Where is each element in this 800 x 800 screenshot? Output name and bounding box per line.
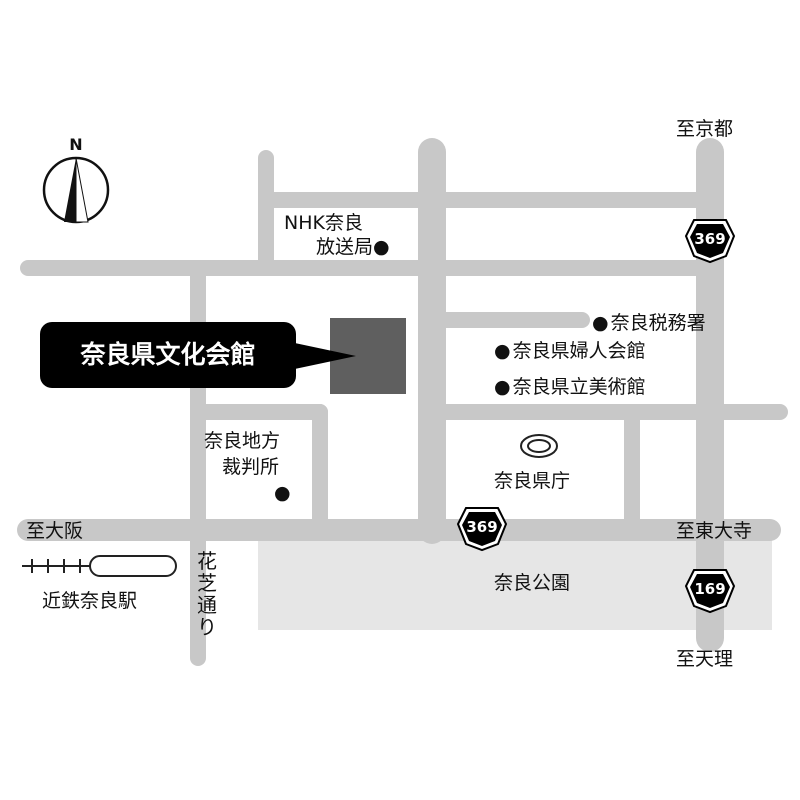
hanashiba-street-label: 花芝通り xyxy=(197,549,217,639)
route-169-shield-icon xyxy=(684,569,736,614)
callout-pointer xyxy=(290,342,356,370)
nhk-label-text: 放送局 xyxy=(316,236,374,258)
route-369-top-label: 369 xyxy=(694,230,725,248)
north-arrow-icon xyxy=(42,156,110,224)
prefectural-office-icon xyxy=(520,434,558,458)
station-label: 近鉄奈良駅 xyxy=(42,590,138,612)
tax-office-label: 奈良税務署 xyxy=(592,312,706,334)
route-369-shield-top-icon xyxy=(684,219,736,264)
nhk-label-line1: NHK奈良 xyxy=(284,212,363,234)
nhk-marker-icon: ● xyxy=(373,236,390,258)
art-museum-label: 奈良県立美術館 xyxy=(494,376,646,398)
park-label: 奈良公園 xyxy=(494,572,571,594)
womens-hall-label: 奈良県婦人会館 xyxy=(494,340,646,362)
direction-tenri: 至天理 xyxy=(676,648,734,670)
venue-callout: 奈良県文化会館 xyxy=(40,322,296,388)
route-169-label: 169 xyxy=(694,580,725,598)
court-label-line1: 奈良地方 xyxy=(204,430,281,452)
route-369-shield-bottom-icon xyxy=(456,507,508,552)
nhk-label-line2: 放送局● xyxy=(316,236,390,258)
court-marker-icon: ● xyxy=(274,482,291,504)
court-label-line2: 裁判所 xyxy=(222,456,280,478)
route-369-bottom-label: 369 xyxy=(466,518,497,536)
direction-kyoto: 至京都 xyxy=(676,118,734,140)
compass-letter: N xyxy=(69,135,82,154)
prefectural-office-label: 奈良県庁 xyxy=(494,470,571,492)
direction-osaka: 至大阪 xyxy=(26,520,84,542)
direction-todaiji: 至東大寺 xyxy=(676,520,753,542)
railway-icon xyxy=(22,555,177,577)
